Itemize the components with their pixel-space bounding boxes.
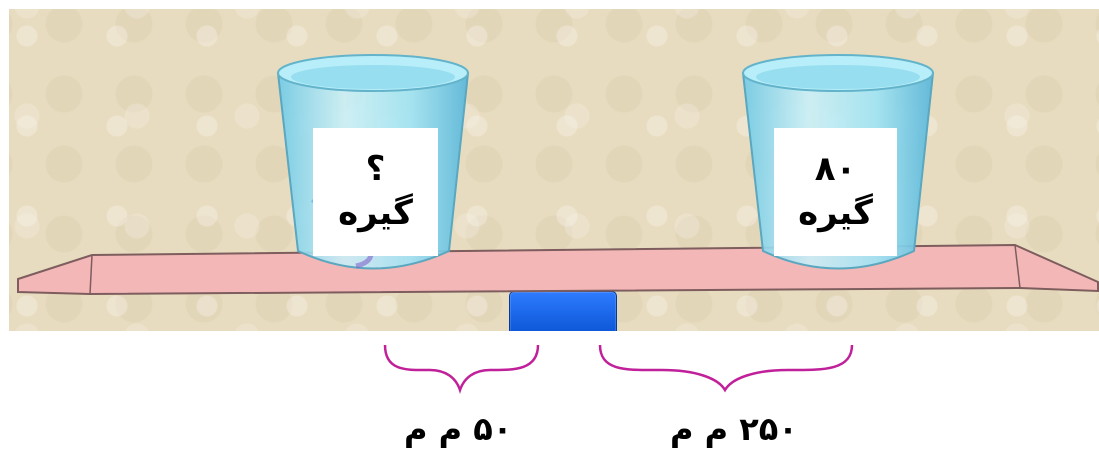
left-cup-count: ؟	[365, 149, 386, 190]
right-cup-count: ۸۰	[814, 149, 857, 190]
right-cup-label: ۸۰ گیره	[774, 128, 897, 256]
right-cup-unit: گیره	[798, 193, 873, 233]
left-distance-label: ۵۰ م م	[404, 410, 513, 448]
left-cup-label: ؟ گیره	[313, 128, 438, 256]
right-cup: ۸۰ گیره	[738, 53, 938, 289]
left-cup: ؟ گیره	[273, 53, 473, 289]
right-brace-icon	[598, 344, 854, 393]
fulcrum-icon	[509, 291, 617, 331]
right-distance-label: ۲۵۰ م م	[670, 410, 798, 448]
left-brace-icon	[383, 344, 540, 394]
left-cup-unit: گیره	[338, 193, 413, 233]
